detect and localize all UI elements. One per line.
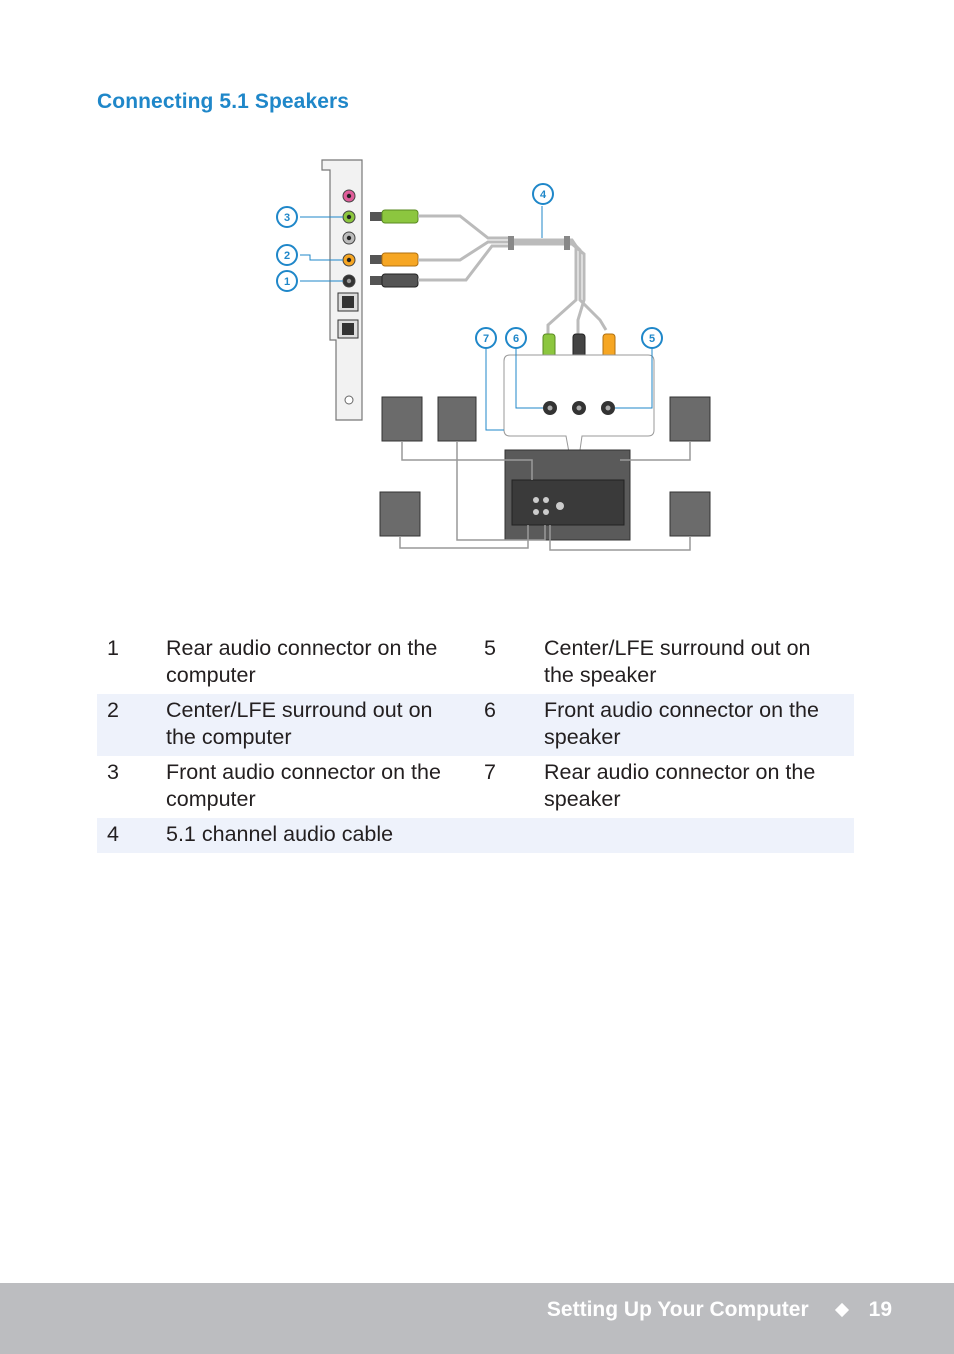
page-title: Connecting 5.1 Speakers (97, 90, 350, 113)
page-footer: Setting Up Your Computer 19 (0, 1283, 954, 1354)
speakers (379, 396, 711, 537)
footer-section-title: Setting Up Your Computer (546, 1298, 809, 1321)
audio-plugs-card (370, 209, 419, 288)
legend-number: 5 (484, 636, 496, 660)
diamond-icon (834, 1302, 849, 1318)
legend-number (474, 818, 534, 853)
legend-text: Center/LFE surround out on the computer (156, 694, 474, 756)
callout-5: 5 (649, 333, 655, 345)
legend-text: Front audio connector on the computer (166, 760, 441, 811)
legend-text: Front audio connector on the speaker (534, 694, 854, 756)
legend-number: 4 (97, 818, 156, 853)
callout-2: 2 (284, 250, 290, 262)
legend-text: 5.1 channel audio cable (156, 818, 474, 853)
callout-1: 1 (284, 276, 290, 288)
legend-text: Rear audio connector on the speaker (544, 760, 816, 811)
legend-number: 6 (474, 694, 534, 756)
callout-7: 7 (483, 333, 489, 345)
callout-4: 4 (540, 189, 547, 201)
subwoofer (504, 449, 631, 541)
callout-markers: 1 2 3 4 5 6 7 (276, 183, 663, 349)
legend-number: 7 (484, 760, 496, 784)
callout-3: 3 (284, 212, 290, 224)
page-number: 19 (868, 1298, 892, 1321)
legend-number: 2 (97, 694, 156, 756)
legend-row: 3 Front audio connector on the computer … (97, 756, 854, 818)
legend-number: 1 (107, 636, 119, 660)
legend-row: 4 5.1 channel audio cable (97, 818, 854, 853)
legend-text (534, 818, 854, 853)
sound-card-bracket (321, 159, 363, 421)
legend-row: 2 Center/LFE surround out on the compute… (97, 694, 854, 756)
legend-text: Rear audio connector on the computer (166, 636, 438, 687)
speaker-connection-diagram: 1 2 3 4 5 6 7 (276, 159, 711, 551)
legend-number: 3 (107, 760, 119, 784)
legend-row: 1 Rear audio connector on the computer 5… (97, 632, 854, 694)
legend-table: 1 Rear audio connector on the computer 5… (97, 632, 854, 853)
audio-cable (418, 214, 608, 334)
callout-6: 6 (513, 333, 519, 345)
legend-text: Center/LFE surround out on the speaker (544, 636, 811, 687)
